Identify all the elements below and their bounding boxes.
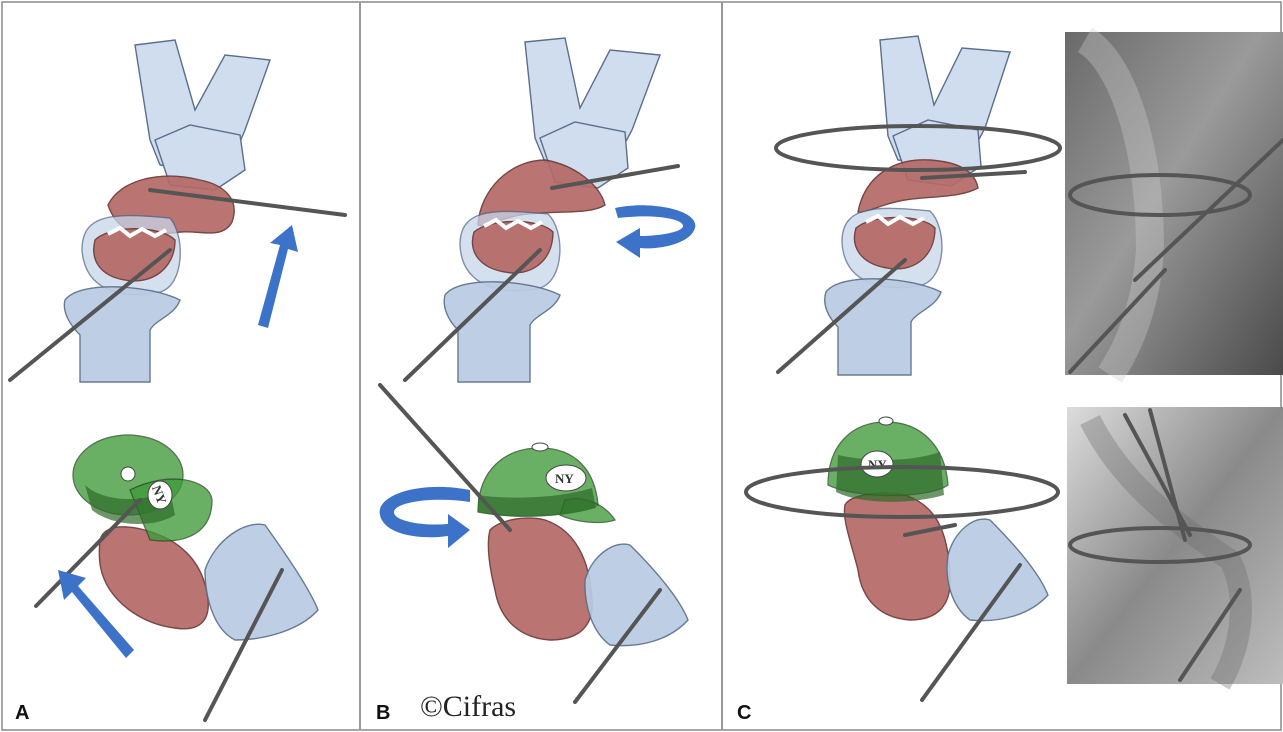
- panel-b-radius: [444, 282, 560, 382]
- panel-b-arrow-rotate-bottom: [380, 487, 470, 548]
- panel-a-carpals: [135, 40, 270, 190]
- panel-c-bottom-scaphoid: [844, 493, 950, 620]
- panel-a-bottom-lunate: [205, 524, 318, 640]
- panel-a-bottom-scaphoid: [99, 527, 208, 629]
- panel-b-bottom-scaphoid: [488, 518, 592, 640]
- panel-b-cap-label: NY: [555, 471, 574, 486]
- panel-c-bottom-lunate: [947, 519, 1048, 621]
- panel-c: NY C: [737, 32, 1283, 724]
- panel-c-xray-top: [1065, 32, 1283, 375]
- panel-b: NY B ©Cifras: [376, 38, 695, 724]
- panel-c-cap-label: NY: [868, 457, 887, 472]
- panel-a: NY A: [10, 40, 345, 724]
- panel-label-c: C: [737, 702, 751, 724]
- copyright-text: ©Cifras: [420, 690, 516, 723]
- panel-b-kwire-bottom: [380, 385, 510, 530]
- panel-b-arrow-rotate-top: [615, 205, 695, 258]
- panel-a-radius: [64, 287, 180, 382]
- panel-b-bottom-lunate: [585, 544, 688, 646]
- panel-label-a: A: [15, 702, 29, 724]
- panel-a-arrow-up: [258, 225, 298, 328]
- panel-c-radius: [825, 279, 941, 375]
- panel-label-b: B: [376, 702, 390, 724]
